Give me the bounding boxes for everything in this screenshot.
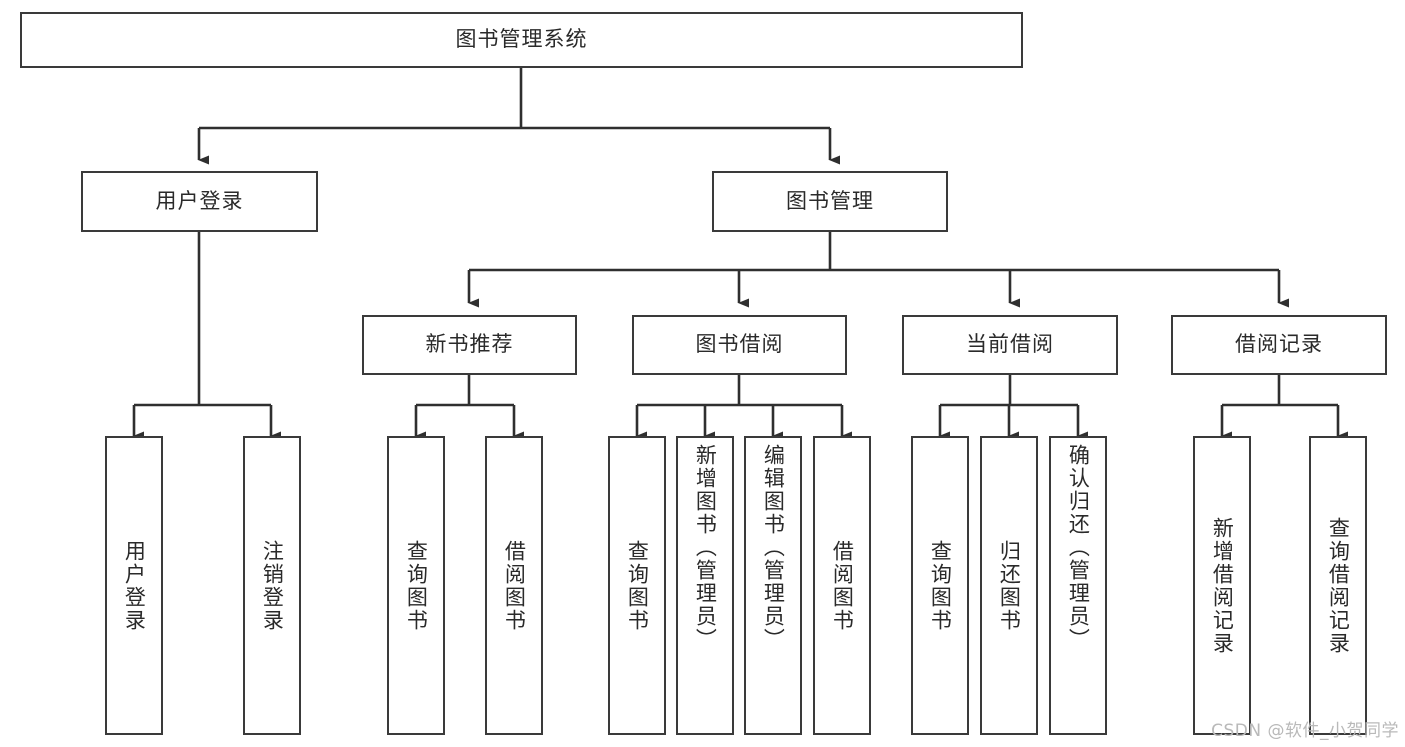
node-borrow-record[interactable]: 借阅记录 (1171, 315, 1387, 375)
node-leaf-add-book[interactable]: 新增图书（管理员） (676, 436, 734, 735)
node-book-manage-label: 图书管理 (786, 188, 874, 213)
node-leaf-query-record-label: 查询借阅记录 (1326, 516, 1351, 655)
node-leaf-borrow-book-1-label: 借阅图书 (502, 539, 527, 632)
node-leaf-borrow-book-2-label: 借阅图书 (830, 539, 855, 632)
node-book-borrow[interactable]: 图书借阅 (632, 315, 847, 375)
node-leaf-add-book-label: 新增图书（管理员） (693, 444, 718, 651)
node-leaf-confirm-return[interactable]: 确认归还（管理员） (1049, 436, 1107, 735)
node-leaf-edit-book-label: 编辑图书（管理员） (761, 444, 786, 651)
node-new-book-recommend-label: 新书推荐 (425, 332, 514, 357)
node-current-borrow-label: 当前借阅 (966, 332, 1054, 357)
node-leaf-query-book-1[interactable]: 查询图书 (387, 436, 445, 735)
node-leaf-confirm-return-label: 确认归还（管理员） (1066, 444, 1091, 651)
node-leaf-query-book-2[interactable]: 查询图书 (608, 436, 666, 735)
node-leaf-borrow-book-2[interactable]: 借阅图书 (813, 436, 871, 735)
node-leaf-logout[interactable]: 注销登录 (243, 436, 301, 735)
node-borrow-record-label: 借阅记录 (1235, 332, 1323, 357)
node-user-login[interactable]: 用户登录 (81, 171, 318, 232)
node-leaf-return-book-label: 归还图书 (997, 539, 1022, 632)
node-leaf-query-book-2-label: 查询图书 (625, 539, 650, 632)
node-leaf-user-login[interactable]: 用户登录 (105, 436, 163, 735)
node-leaf-query-book-3-label: 查询图书 (928, 539, 953, 632)
node-root-label: 图书管理系统 (455, 27, 588, 52)
node-leaf-edit-book[interactable]: 编辑图书（管理员） (744, 436, 802, 735)
node-root[interactable]: 图书管理系统 (20, 12, 1023, 68)
node-leaf-add-record[interactable]: 新增借阅记录 (1193, 436, 1251, 735)
node-leaf-query-book-1-label: 查询图书 (404, 539, 429, 632)
node-leaf-return-book[interactable]: 归还图书 (980, 436, 1038, 735)
node-leaf-query-record[interactable]: 查询借阅记录 (1309, 436, 1367, 735)
node-leaf-user-login-label: 用户登录 (122, 539, 147, 632)
node-leaf-add-record-label: 新增借阅记录 (1210, 516, 1235, 655)
node-book-borrow-label: 图书借阅 (695, 332, 784, 357)
node-new-book-recommend[interactable]: 新书推荐 (362, 315, 577, 375)
node-current-borrow[interactable]: 当前借阅 (902, 315, 1118, 375)
node-book-manage[interactable]: 图书管理 (712, 171, 948, 232)
node-user-login-label: 用户登录 (155, 188, 244, 213)
node-leaf-logout-label: 注销登录 (260, 539, 285, 632)
csdn-watermark: CSDN @软件_小贺同学 (1211, 721, 1399, 741)
node-leaf-borrow-book-1[interactable]: 借阅图书 (485, 436, 543, 735)
node-leaf-query-book-3[interactable]: 查询图书 (911, 436, 969, 735)
